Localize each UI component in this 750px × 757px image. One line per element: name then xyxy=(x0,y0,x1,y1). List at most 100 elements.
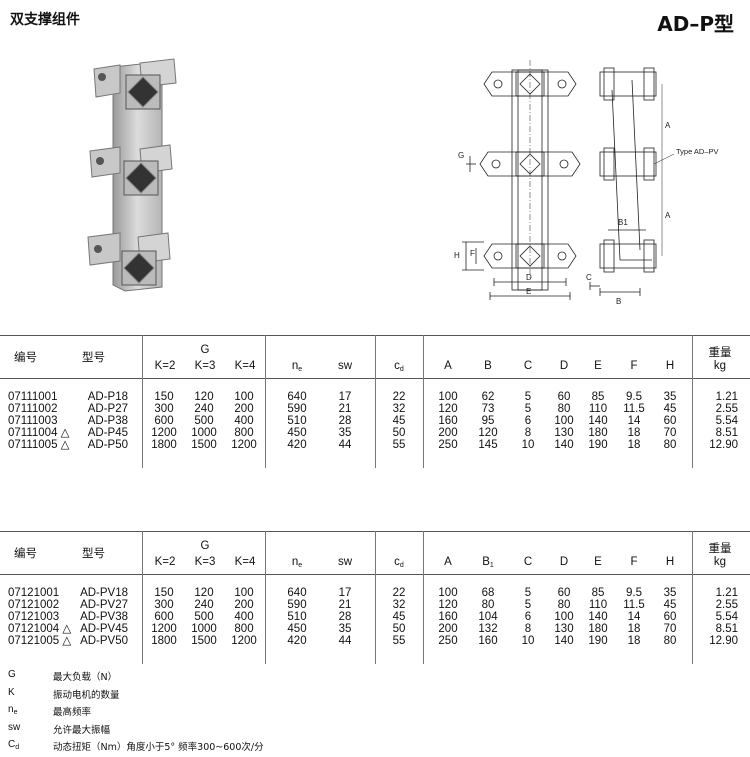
cell-c: 6 xyxy=(524,611,532,623)
cell-k2: 150 xyxy=(154,587,174,599)
cell-e: 190 xyxy=(588,439,608,451)
label-a-top: A xyxy=(665,121,671,130)
cell-d: 80 xyxy=(557,403,571,415)
cell-sw: 44 xyxy=(338,635,352,647)
label-a-bottom: A xyxy=(665,211,671,220)
header-e: E xyxy=(594,360,602,372)
header-code: 编号 xyxy=(14,352,37,364)
cell-a: 160 xyxy=(438,415,458,427)
cell-b: 120 xyxy=(478,427,498,439)
cell-sw: 35 xyxy=(338,623,352,635)
header-cd: cd xyxy=(394,556,404,569)
cell-model: AD-PV18 xyxy=(80,587,128,599)
cell-sw: 28 xyxy=(338,415,352,427)
header-model: 型号 xyxy=(82,352,105,364)
cell-d: 140 xyxy=(554,439,574,451)
cell-code: 07121002 xyxy=(8,599,60,611)
cell-c: 8 xyxy=(524,623,532,635)
cell-ne: 450 xyxy=(287,427,307,439)
cell-k4: 200 xyxy=(234,403,254,415)
header-k4: K=4 xyxy=(234,556,256,568)
header-ne: ne xyxy=(291,360,303,373)
cell-k2: 150 xyxy=(154,391,174,403)
cell-model: AD-P50 xyxy=(87,439,128,451)
cell-ne: 640 xyxy=(287,391,307,403)
cell-b: 73 xyxy=(481,403,495,415)
cell-ne: 510 xyxy=(287,611,307,623)
product-illustration xyxy=(87,58,177,292)
cell-code: 07121003 xyxy=(8,611,60,623)
technical-drawing: G A A Type AD–PV B1 D E H F C B xyxy=(454,60,719,306)
cell-d: 60 xyxy=(557,587,571,599)
cell-ne: 510 xyxy=(287,415,307,427)
cell-e: 85 xyxy=(591,587,605,599)
cell-model: AD-P18 xyxy=(87,391,128,403)
cell-f: 18 xyxy=(627,439,641,451)
cell-f: 18 xyxy=(627,635,641,647)
cell-c: 10 xyxy=(521,635,535,647)
cell-b: 68 xyxy=(481,587,495,599)
cell-d: 80 xyxy=(557,599,571,611)
cell-f: 9.5 xyxy=(626,391,642,403)
header-ne: ne xyxy=(291,556,303,569)
cell-ne: 590 xyxy=(287,403,307,415)
cell-model: AD-P45 xyxy=(87,427,128,439)
header-k2: K=2 xyxy=(154,360,176,372)
cell-weight: 2.55 xyxy=(715,403,738,415)
cell-code: 07121001 xyxy=(8,587,60,599)
header-weight: 重量 xyxy=(708,347,732,359)
cell-k3: 500 xyxy=(194,611,214,623)
header-k3: K=3 xyxy=(194,360,216,372)
cell-h: 35 xyxy=(663,391,677,403)
cell-f: 11.5 xyxy=(623,403,645,415)
cell-c: 5 xyxy=(524,391,532,403)
cell-k4: 400 xyxy=(234,415,254,427)
cell-ne: 590 xyxy=(287,599,307,611)
cell-weight: 1.21 xyxy=(715,391,738,403)
header-h: H xyxy=(665,556,675,568)
cell-d: 130 xyxy=(554,427,574,439)
cell-k4: 1200 xyxy=(231,635,257,647)
cell-k3: 240 xyxy=(194,403,214,415)
cell-code: 07111004 △ xyxy=(8,427,70,439)
label-c: C xyxy=(586,273,592,282)
label-g: G xyxy=(458,151,464,160)
cell-model: AD-PV38 xyxy=(80,611,128,623)
label-e: E xyxy=(526,287,531,296)
cell-e: 180 xyxy=(588,623,608,635)
spec-table-ad-pv: 编号 型号 G K=2 K=3 K=4 ne sw cd A B1 C D E … xyxy=(0,531,750,671)
header-f: F xyxy=(630,360,638,372)
cell-ne: 420 xyxy=(287,635,307,647)
cell-code: 07111005 △ xyxy=(8,439,70,451)
header-g: G xyxy=(200,540,210,552)
cell-a: 250 xyxy=(438,635,458,647)
cell-d: 130 xyxy=(554,623,574,635)
header-a: A xyxy=(444,556,452,568)
cell-a: 200 xyxy=(438,427,458,439)
cell-sw: 35 xyxy=(338,427,352,439)
cell-b: 145 xyxy=(478,439,498,451)
cell-h: 80 xyxy=(663,439,677,451)
cell-h: 60 xyxy=(663,415,677,427)
cell-c: 8 xyxy=(524,427,532,439)
header-g: G xyxy=(200,344,210,356)
cell-h: 70 xyxy=(663,623,677,635)
cell-b: 160 xyxy=(478,635,498,647)
cell-c: 5 xyxy=(524,587,532,599)
cell-k3: 500 xyxy=(194,415,214,427)
cell-a: 250 xyxy=(438,439,458,451)
cell-a: 160 xyxy=(438,611,458,623)
cell-e: 110 xyxy=(588,403,608,415)
cell-k2: 600 xyxy=(154,611,174,623)
header-k4: K=4 xyxy=(234,360,256,372)
cell-cd: 45 xyxy=(392,611,406,623)
cell-h: 35 xyxy=(663,587,677,599)
cell-k2: 300 xyxy=(154,403,174,415)
cell-weight: 12.90 xyxy=(709,439,738,451)
cell-model: AD-PV45 xyxy=(80,623,128,635)
header-b1: B1 xyxy=(482,556,494,569)
bracket-middle xyxy=(89,144,173,196)
cell-b: 132 xyxy=(478,623,498,635)
cell-h: 80 xyxy=(663,635,677,647)
cell-sw: 21 xyxy=(338,403,352,415)
